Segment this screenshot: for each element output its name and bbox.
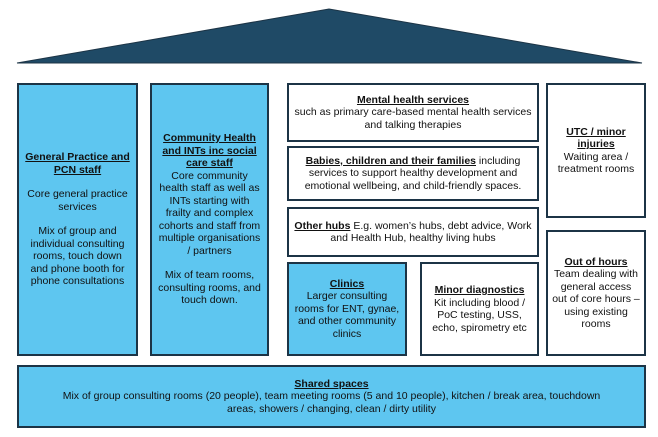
out-of-hours-title: Out of hours [564, 255, 628, 268]
utc-box: UTC / minor injuries Waiting area / trea… [546, 83, 646, 218]
clinics-text: Larger consulting rooms for ENT, gynae, … [294, 290, 400, 340]
other-hubs-box: Other hubs E.g. women’s hubs, debt advic… [287, 207, 539, 257]
utc-title: UTC / minor injuries [566, 125, 626, 151]
minor-diagnostics-text: Kit including blood / PoC testing, USS, … [432, 296, 527, 334]
other-hubs-title: Other hubs [294, 219, 351, 232]
clinics-box: Clinics Larger consulting rooms for ENT,… [287, 262, 407, 356]
gp-title: General Practice and PCN staff [25, 151, 130, 176]
shared-spaces-text: Mix of group consulting rooms (20 people… [62, 390, 601, 415]
mental-health-title: Mental health services [356, 93, 470, 106]
babies-title: Babies, children and their families [305, 154, 476, 167]
minor-diagnostics-box: Minor diagnostics Kit including blood / … [420, 262, 539, 356]
utc-text: Waiting area / treatment rooms [557, 150, 635, 176]
shared-spaces-box: Shared spaces Mix of group consulting ro… [17, 365, 646, 428]
gp-box: General Practice and PCN staff Core gene… [17, 83, 138, 356]
out-of-hours-box: Out of hours Team dealing with general a… [546, 230, 646, 356]
mental-health-text: such as primary care-based mental health… [294, 106, 532, 131]
community-box: Community Health and INTs inc social car… [150, 83, 269, 356]
gp-text-1: Core general practice services [27, 188, 128, 213]
minor-diagnostics-title: Minor diagnostics [434, 284, 525, 296]
gp-text-2: Mix of group and individual consulting r… [30, 225, 125, 288]
shared-spaces-title: Shared spaces [294, 377, 369, 390]
community-text-1: Core community health staff as well as I… [158, 169, 261, 257]
out-of-hours-text: Team dealing with general access out of … [552, 268, 640, 330]
babies-box: Babies, children and their families incl… [287, 146, 539, 201]
community-title: Community Health and INTs inc social car… [162, 132, 257, 170]
other-hubs-text: E.g. women’s hubs, debt advice, Work and… [330, 219, 532, 245]
clinics-title: Clinics [329, 277, 365, 290]
mental-health-box: Mental health services such as primary c… [287, 83, 539, 142]
roof [16, 8, 643, 64]
babies-text: including services to support healthy de… [304, 154, 522, 192]
community-text-2: Mix of team rooms, consulting rooms, and… [158, 269, 261, 307]
